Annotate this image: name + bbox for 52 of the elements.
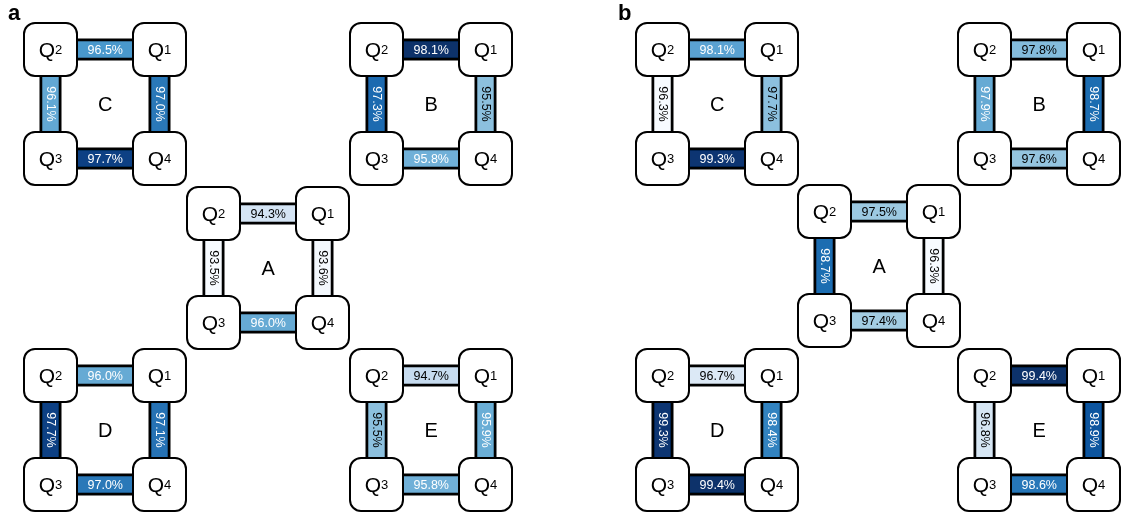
panel-letter: b bbox=[618, 2, 632, 24]
edge-label: 98.7% bbox=[1086, 86, 1101, 122]
edge-label: 95.9% bbox=[478, 412, 493, 448]
group-label: C bbox=[98, 93, 113, 115]
group-label: B bbox=[424, 93, 438, 115]
edge-label: 96.7% bbox=[699, 368, 735, 383]
edge-label: 97.7% bbox=[764, 86, 779, 122]
group-label: C bbox=[710, 93, 725, 115]
edge-label: 97.7% bbox=[87, 151, 123, 166]
edge-label: 96.0% bbox=[87, 368, 123, 383]
edge-label: 97.5% bbox=[861, 204, 897, 219]
edge-label: 99.4% bbox=[699, 477, 735, 492]
edge-label: 96.8% bbox=[977, 412, 992, 448]
edge-label: 95.5% bbox=[478, 86, 493, 122]
edge-label: 97.8% bbox=[1021, 42, 1057, 57]
edge-label: 96.3% bbox=[655, 86, 670, 122]
edge-label: 97.9% bbox=[977, 86, 992, 122]
group-label: E bbox=[424, 419, 438, 441]
group-label: B bbox=[1032, 93, 1046, 115]
edge-label: 98.9% bbox=[1086, 412, 1101, 448]
edge-label: 98.7% bbox=[817, 248, 832, 284]
edge-label: 96.3% bbox=[926, 248, 941, 284]
group-label: A bbox=[872, 255, 886, 277]
edge-label: 95.8% bbox=[413, 151, 449, 166]
edge-label: 95.5% bbox=[369, 412, 384, 448]
edge-label: 94.3% bbox=[250, 206, 286, 221]
edge-label: 93.6% bbox=[315, 250, 330, 286]
edge-label: 97.3% bbox=[369, 86, 384, 122]
group-label: D bbox=[98, 419, 113, 441]
group-label: A bbox=[261, 257, 275, 279]
edge-label: 99.3% bbox=[655, 412, 670, 448]
edge-label: 97.0% bbox=[152, 86, 167, 122]
edge-label: 97.1% bbox=[152, 412, 167, 448]
edge-label: 97.4% bbox=[861, 313, 897, 328]
edge-label: 93.5% bbox=[206, 250, 221, 286]
group-label: E bbox=[1032, 419, 1046, 441]
group-label: D bbox=[710, 419, 725, 441]
edge-label: 97.7% bbox=[43, 412, 58, 448]
edge-label: 98.6% bbox=[1021, 477, 1057, 492]
edge-label: 94.7% bbox=[413, 368, 449, 383]
edge-label: 97.0% bbox=[87, 477, 123, 492]
edge-label: 96.0% bbox=[250, 315, 286, 330]
edge-label: 98.4% bbox=[764, 412, 779, 448]
edge-label: 99.3% bbox=[699, 151, 735, 166]
edge-label: 98.1% bbox=[699, 42, 735, 57]
edge-label: 98.1% bbox=[413, 42, 449, 57]
edge-label: 96.5% bbox=[87, 42, 123, 57]
edge-label: 99.4% bbox=[1021, 368, 1057, 383]
edge-label: 95.8% bbox=[413, 477, 449, 492]
edge-label: 97.6% bbox=[1021, 151, 1057, 166]
panel-letter: a bbox=[8, 2, 21, 24]
edge-label: 96.1% bbox=[43, 86, 58, 122]
